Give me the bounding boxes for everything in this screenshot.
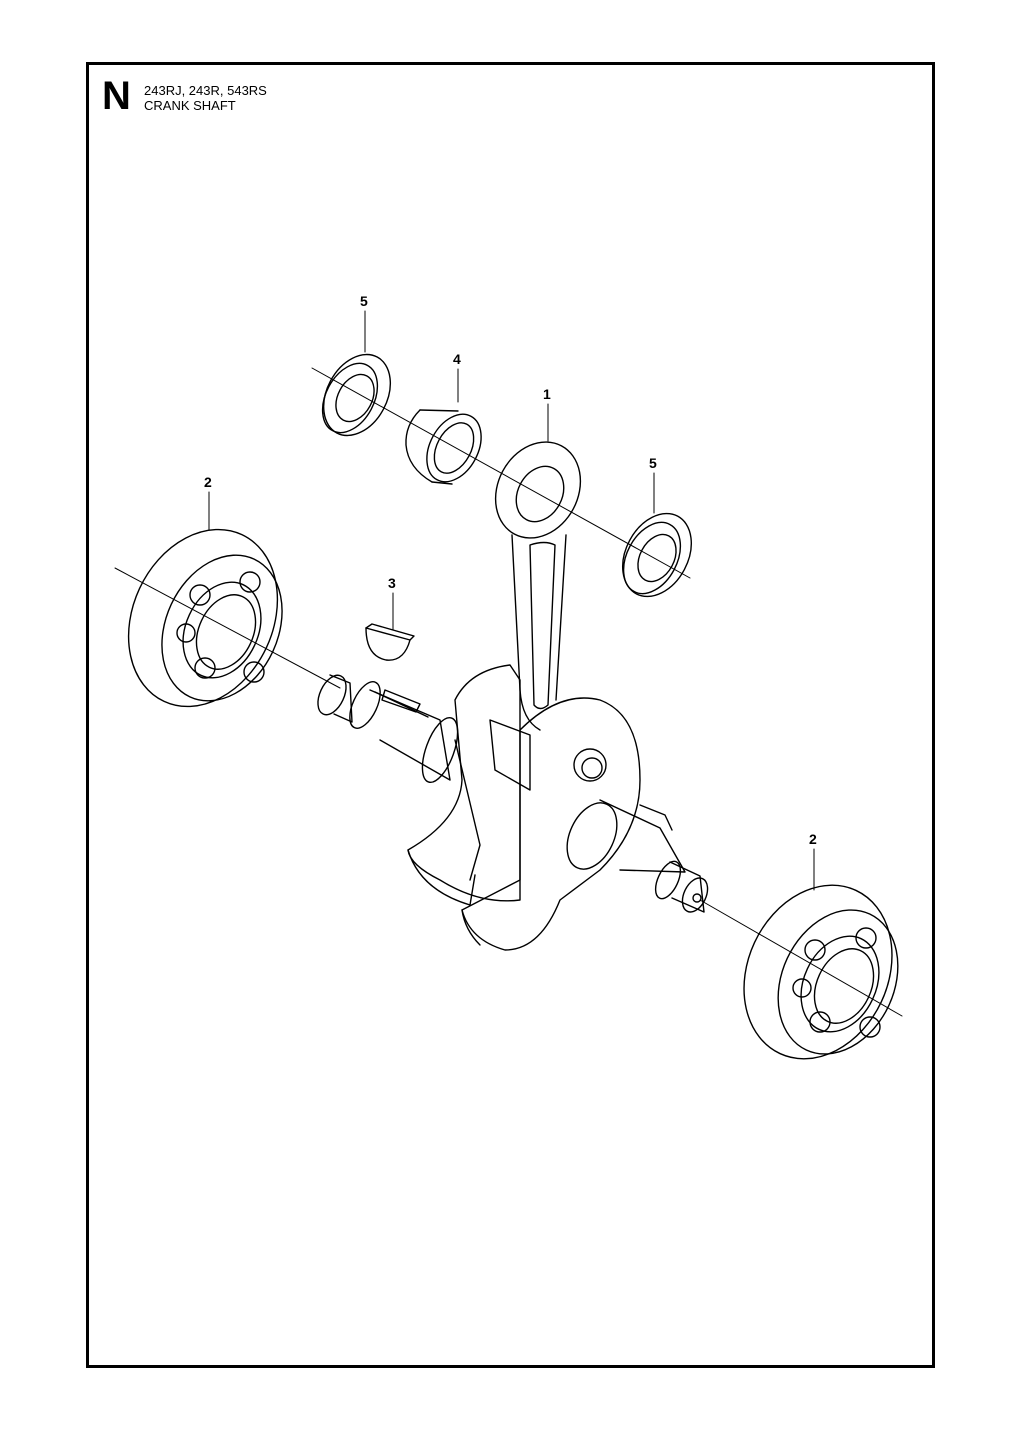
model-list: 243RJ, 243R, 543RS [144,83,267,98]
part-5-washer-upper [321,353,392,437]
crankshaft [317,664,709,951]
left-axis-line [114,567,341,689]
callout-part-2-left: 2 [204,474,212,490]
part-5-washer-lower [622,512,692,598]
callout-part-4: 4 [453,351,461,367]
callout-part-1: 1 [543,386,551,402]
part-3-woodruff-key [365,623,415,661]
section-letter: N [102,74,131,118]
callout-labels: 5 4 1 5 2 3 2 [204,293,817,847]
part-2-ball-bearing-right [743,884,899,1060]
diagram-title: CRANK SHAFT [144,98,236,113]
part-1-connecting-rod [494,441,582,731]
callout-part-2-right: 2 [809,831,817,847]
callout-part-5-lower: 5 [649,455,657,471]
part-2-ball-bearing-left [127,528,283,708]
callout-part-5-upper: 5 [360,293,368,309]
callout-leaders [208,310,815,891]
callout-part-3: 3 [388,575,396,591]
page-frame [86,62,935,1368]
part-4-needle-bearing [405,409,482,485]
